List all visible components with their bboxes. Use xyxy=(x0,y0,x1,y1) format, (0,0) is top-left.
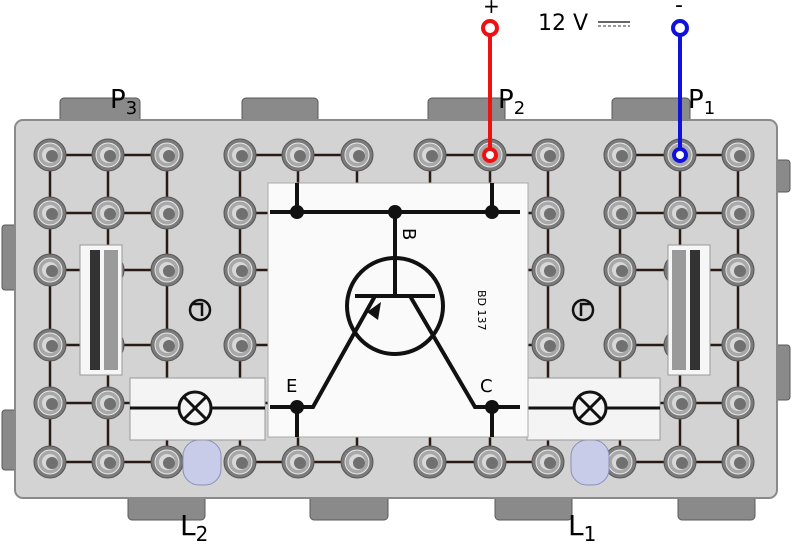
rotation-symbol-right xyxy=(571,298,595,322)
base-label: B xyxy=(398,228,419,240)
socket[interactable] xyxy=(150,196,184,230)
socket[interactable] xyxy=(223,253,257,287)
socket[interactable] xyxy=(531,328,565,362)
socket[interactable] xyxy=(663,386,697,420)
socket[interactable] xyxy=(91,386,125,420)
socket[interactable] xyxy=(33,328,67,362)
transistor-module: B E C BD 137 xyxy=(267,182,529,438)
lamp-l1-label: L1 xyxy=(568,509,596,545)
socket[interactable] xyxy=(223,138,257,172)
led-bulbs xyxy=(182,439,610,486)
socket[interactable] xyxy=(721,386,755,420)
minus-label: - xyxy=(675,0,683,18)
socket[interactable] xyxy=(281,445,315,479)
lamp-l2-label: L2 xyxy=(180,509,208,545)
socket[interactable] xyxy=(33,253,67,287)
socket[interactable] xyxy=(721,328,755,362)
socket[interactable] xyxy=(33,196,67,230)
socket[interactable] xyxy=(531,196,565,230)
socket[interactable] xyxy=(603,445,637,479)
socket[interactable] xyxy=(91,138,125,172)
socket[interactable] xyxy=(721,253,755,287)
emitter-label: E xyxy=(286,376,297,397)
dc-symbol xyxy=(598,21,630,27)
socket[interactable] xyxy=(281,138,315,172)
rotation-symbol-left xyxy=(188,298,212,322)
socket[interactable] xyxy=(603,253,637,287)
socket[interactable] xyxy=(150,328,184,362)
board-tabs xyxy=(1,97,791,521)
socket[interactable] xyxy=(340,445,374,479)
socket[interactable] xyxy=(33,138,67,172)
socket[interactable] xyxy=(91,196,125,230)
socket[interactable] xyxy=(663,445,697,479)
negative-wire[interactable] xyxy=(671,19,689,163)
socket[interactable] xyxy=(223,196,257,230)
positive-wire[interactable] xyxy=(481,19,499,163)
socket[interactable] xyxy=(33,386,67,420)
socket[interactable] xyxy=(91,445,125,479)
socket[interactable] xyxy=(340,138,374,172)
socket[interactable] xyxy=(33,445,67,479)
socket[interactable] xyxy=(603,138,637,172)
lamp-module-l1 xyxy=(526,377,661,441)
socket[interactable] xyxy=(531,253,565,287)
socket[interactable] xyxy=(663,196,697,230)
socket[interactable] xyxy=(603,328,637,362)
socket[interactable] xyxy=(223,445,257,479)
socket[interactable] xyxy=(413,138,447,172)
socket[interactable] xyxy=(531,138,565,172)
socket[interactable] xyxy=(223,328,257,362)
port-p3-label: P3 xyxy=(110,85,137,119)
socket[interactable] xyxy=(721,138,755,172)
socket[interactable] xyxy=(721,196,755,230)
port-p2-label: P2 xyxy=(498,85,525,119)
transistor-model-label: BD 137 xyxy=(475,290,488,331)
socket[interactable] xyxy=(721,445,755,479)
socket[interactable] xyxy=(150,445,184,479)
socket[interactable] xyxy=(531,445,565,479)
plus-label: + xyxy=(483,0,500,18)
socket[interactable] xyxy=(473,445,507,479)
port-p1-label: P1 xyxy=(688,85,715,119)
side-module-left xyxy=(79,244,123,376)
socket[interactable] xyxy=(413,445,447,479)
side-module-right xyxy=(667,244,711,376)
socket[interactable] xyxy=(150,138,184,172)
socket[interactable] xyxy=(150,253,184,287)
voltage-label: 12 V xyxy=(538,11,588,36)
lamp-module-l2 xyxy=(129,377,266,441)
collector-label: C xyxy=(480,376,493,397)
socket[interactable] xyxy=(603,196,637,230)
